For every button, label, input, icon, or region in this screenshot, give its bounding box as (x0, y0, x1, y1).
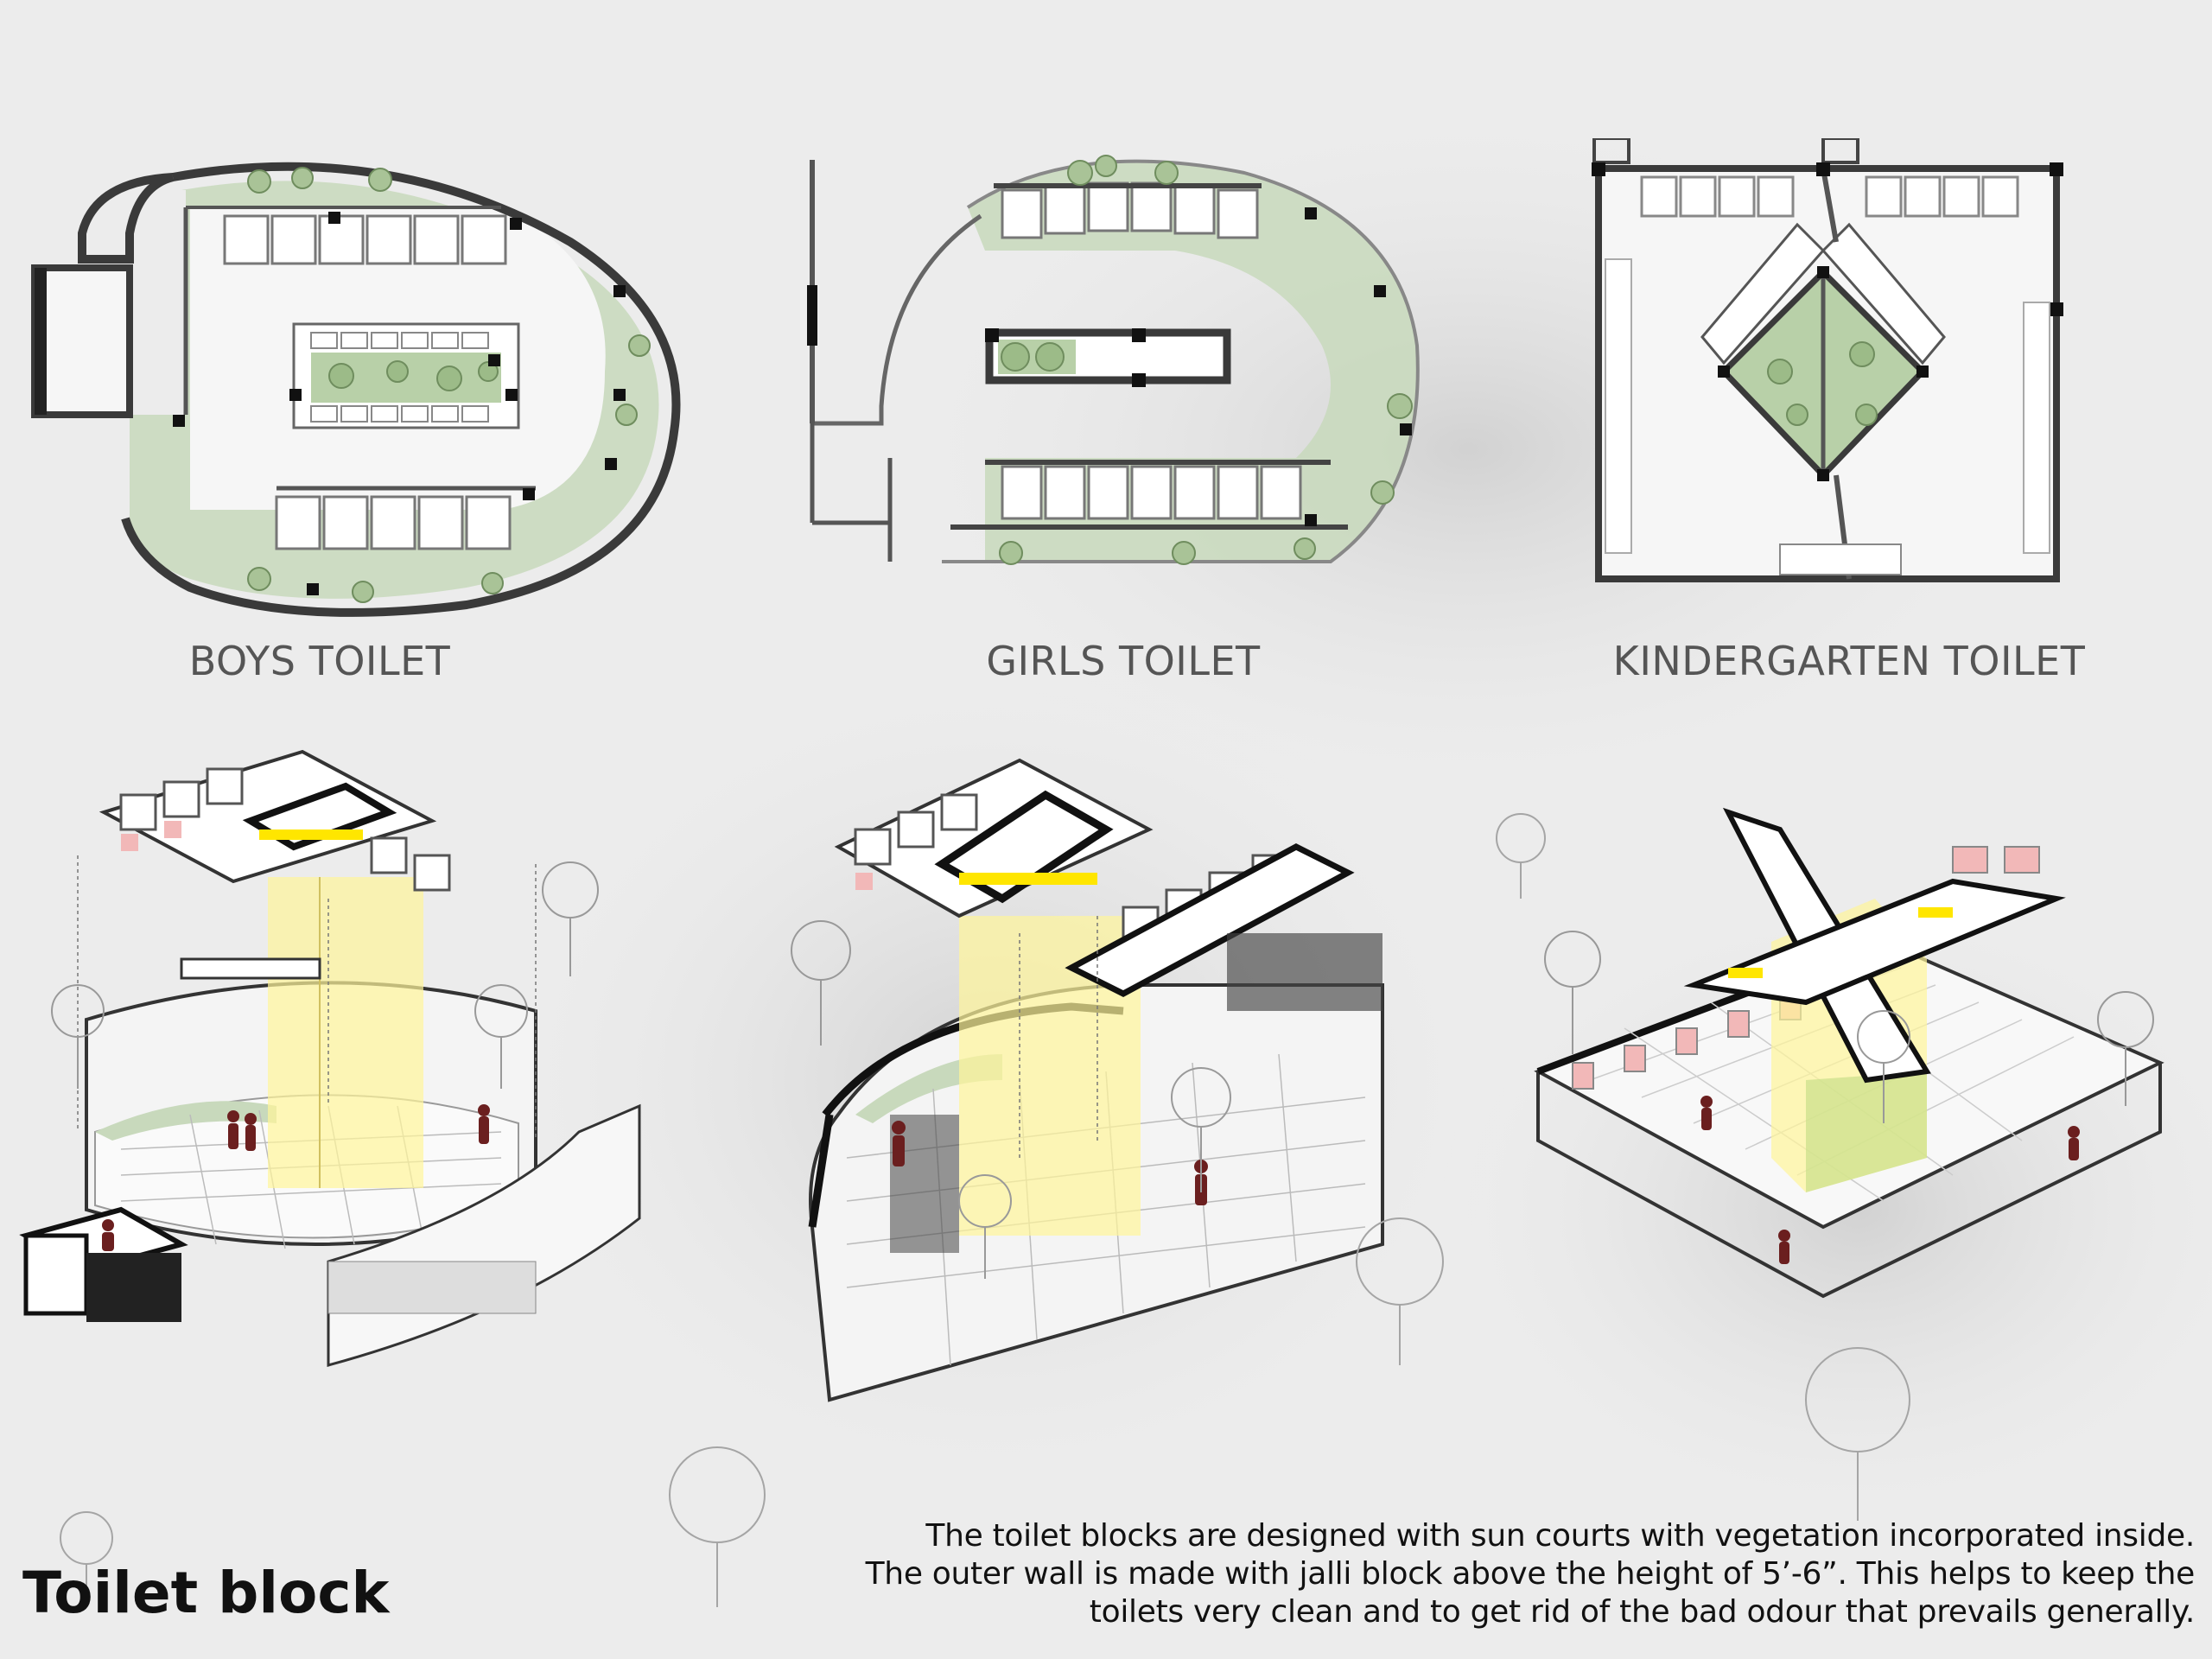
girls-toilet-axonometric (760, 709, 1452, 1417)
boys-toilet-axonometric (17, 726, 709, 1382)
girls-toilet-caption: GIRLS TOILET (986, 638, 1261, 684)
kindergarten-toilet-plan (1581, 138, 2082, 596)
description-text: The toilet blocks are designed with sun … (830, 1517, 2196, 1631)
kindergarten-toilet-caption: KINDERGARTEN TOILET (1612, 638, 2086, 684)
boys-toilet-plan (17, 156, 691, 622)
page-title: Toilet block (22, 1560, 390, 1626)
description-line-3: toilets very clean and to get rid of the… (1089, 1594, 2196, 1630)
boys-toilet-caption: BOYS TOILET (188, 638, 451, 684)
kindergarten-toilet-axonometric (1521, 795, 2195, 1331)
girls-toilet-plan (795, 147, 1452, 579)
description-line-1: The toilet blocks are designed with sun … (925, 1518, 2195, 1554)
description-line-2: The outer wall is made with jalli block … (865, 1556, 2196, 1592)
